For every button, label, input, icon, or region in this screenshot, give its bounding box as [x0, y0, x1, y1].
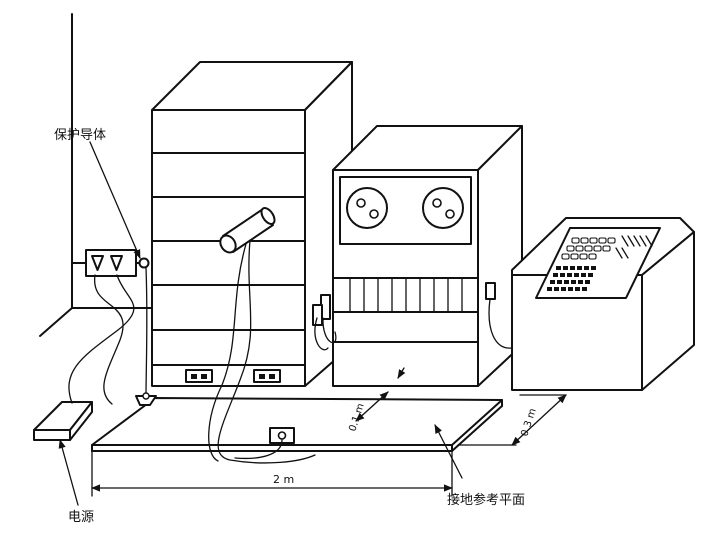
leaders	[58, 141, 463, 506]
cables	[68, 239, 513, 464]
dimension-0-1m	[355, 391, 389, 422]
keyboard-keys-top	[561, 237, 616, 260]
power-supply-box	[33, 401, 93, 441]
keyboard-hatch	[615, 235, 653, 259]
wall-socket	[71, 249, 150, 277]
wall	[39, 13, 156, 337]
ground-plane-label: 接地参考平面	[447, 492, 525, 508]
tape-unit	[312, 125, 523, 387]
keypad	[547, 266, 596, 291]
dimension-2m	[91, 451, 453, 497]
ground-terminal	[138, 257, 150, 269]
width-2m-label: 2 m	[273, 473, 294, 486]
dimension-0-3m	[457, 394, 567, 446]
power-supply-label: 电源	[68, 510, 94, 525]
probe	[219, 207, 276, 254]
terminal-unit	[511, 217, 695, 391]
ground-reference-plane	[91, 397, 503, 452]
protective-conductor-label: 保护导体	[54, 128, 106, 143]
